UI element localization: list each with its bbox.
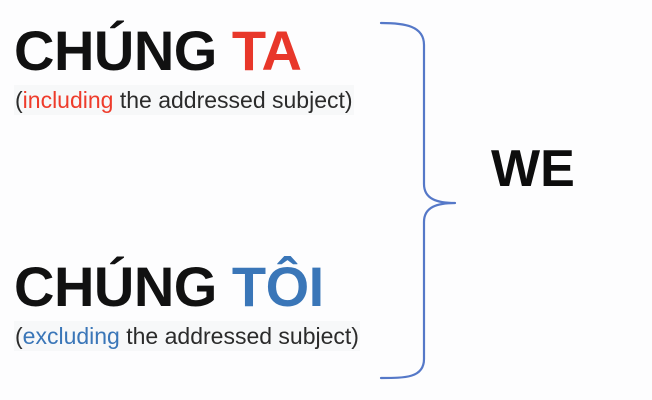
headline-accent-word: TÔI (231, 255, 324, 318)
term-group-exclusive: CHÚNG TÔI (excluding the addressed subje… (14, 258, 360, 351)
subtitle-inclusive: (including the addressed subject) (14, 85, 354, 115)
headline-base-word: CHÚNG (14, 19, 232, 82)
curly-brace-group (375, 14, 470, 386)
term-group-inclusive: CHÚNG TA (including the addressed subjec… (14, 22, 354, 115)
subtitle-rest-text: the addressed subject) (113, 87, 353, 113)
headline-chung-toi: CHÚNG TÔI (14, 258, 360, 316)
subtitle-open-paren: ( (15, 323, 23, 349)
subtitle-accent-word: including (22, 87, 114, 113)
headline-accent-word: TA (231, 19, 302, 82)
summary-label-we: WE (491, 140, 575, 198)
subtitle-rest-text: the addressed subject) (119, 323, 359, 349)
curly-brace-icon (379, 21, 457, 380)
subtitle-accent-word: excluding (22, 323, 120, 349)
subtitle-open-paren: ( (15, 87, 23, 113)
subtitle-exclusive: (excluding the addressed subject) (14, 321, 360, 351)
headline-base-word: CHÚNG (14, 255, 232, 318)
headline-chung-ta: CHÚNG TA (14, 22, 354, 80)
